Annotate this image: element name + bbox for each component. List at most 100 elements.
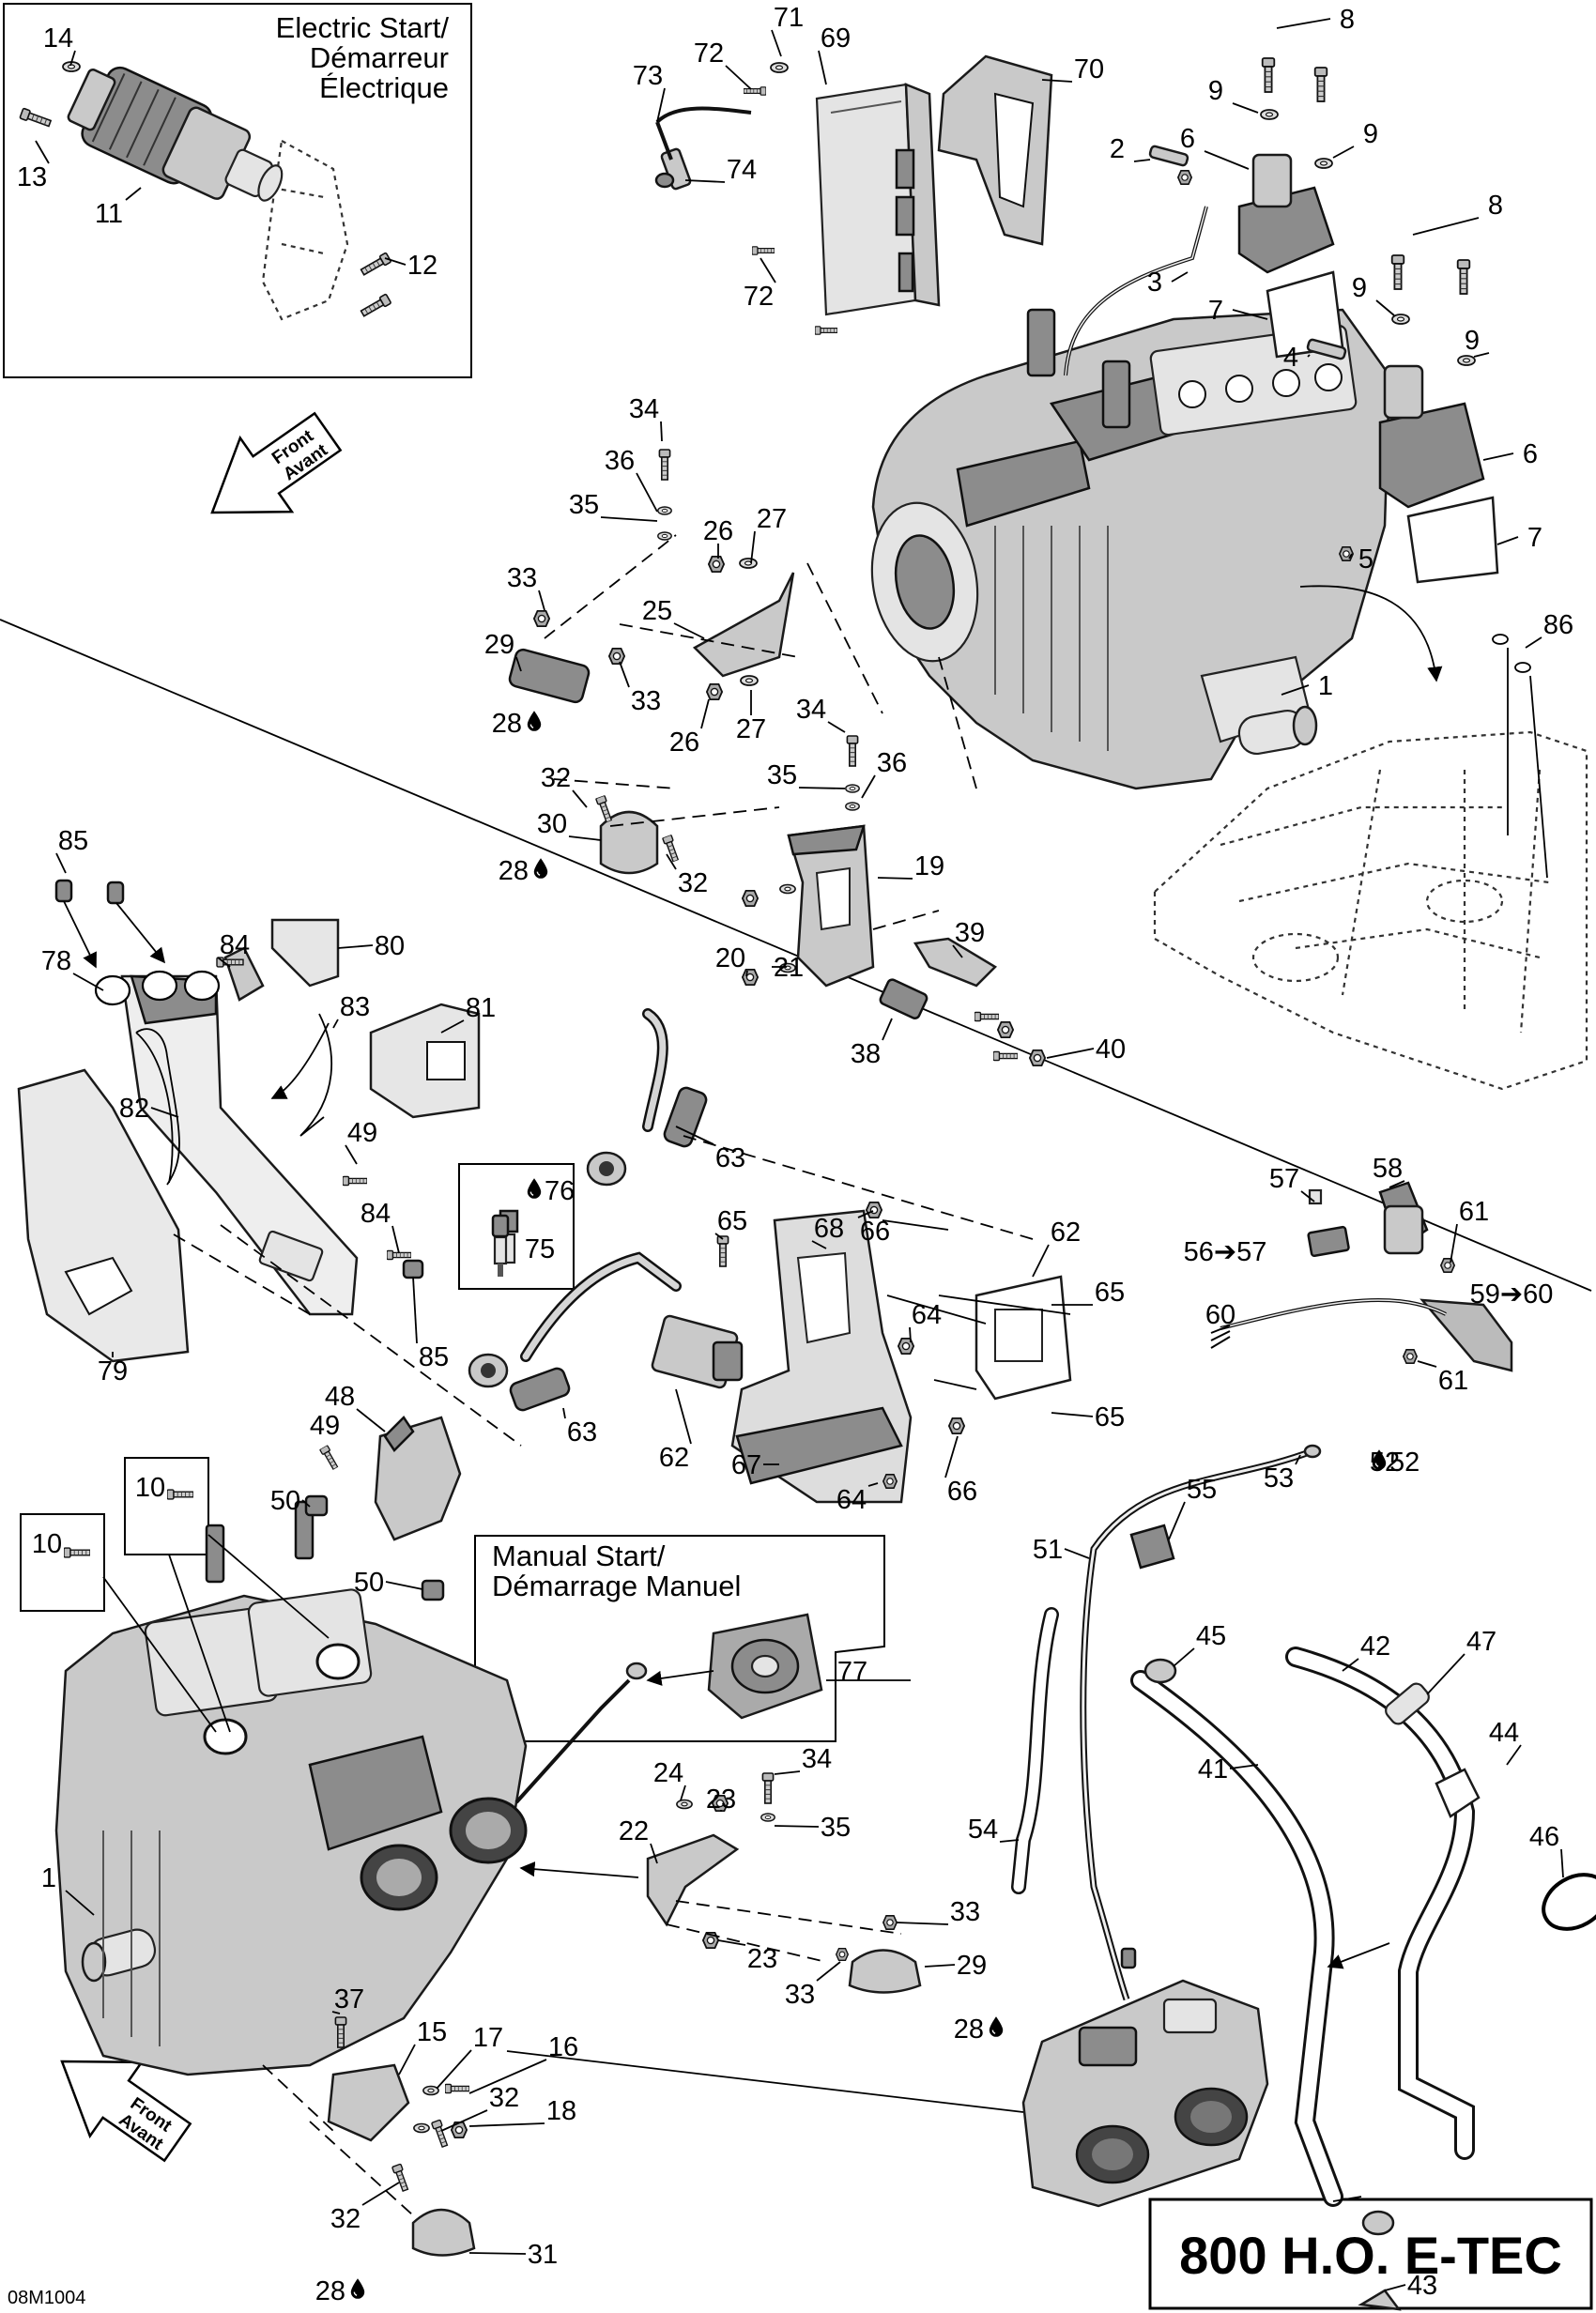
electric-start-title-2: Démarreur bbox=[310, 41, 449, 74]
callout-68: 68 bbox=[814, 1214, 844, 1244]
callout-leader-48 bbox=[356, 1408, 386, 1432]
drop-icon bbox=[350, 2277, 365, 2300]
callout-leader-32 bbox=[361, 2182, 400, 2206]
callout-78: 78 bbox=[41, 946, 71, 976]
callout-leader-3 bbox=[1171, 271, 1189, 283]
callout-leader-6 bbox=[1482, 452, 1514, 461]
callout-84: 84 bbox=[361, 1199, 391, 1229]
callout-leader-33 bbox=[896, 1922, 949, 1925]
drop-icon bbox=[527, 1177, 542, 1200]
callout-leader-64 bbox=[909, 1326, 912, 1343]
callout-leader-35 bbox=[600, 516, 658, 522]
callout-76: 76 bbox=[545, 1176, 575, 1206]
callout-leader-33 bbox=[538, 590, 545, 611]
callout-46: 46 bbox=[1529, 1822, 1559, 1852]
section-divider bbox=[0, 619, 1592, 1292]
callout-49: 49 bbox=[310, 1411, 340, 1441]
callout-19: 19 bbox=[914, 851, 944, 881]
callout-leader-85 bbox=[55, 852, 67, 874]
callout-27: 27 bbox=[736, 714, 766, 744]
callout-leader-24 bbox=[680, 1785, 686, 1801]
callout-leader-55 bbox=[1168, 1501, 1186, 1540]
callout-44: 44 bbox=[1489, 1718, 1519, 1748]
drop-icon bbox=[533, 857, 548, 880]
callout-leader-26 bbox=[700, 698, 710, 729]
callout-leader-80 bbox=[337, 944, 374, 949]
bracket-48 bbox=[304, 1416, 462, 1601]
callout-32: 32 bbox=[541, 763, 571, 793]
callout-26: 26 bbox=[669, 728, 699, 758]
callout-leader-82 bbox=[150, 1107, 179, 1118]
bracket-39 bbox=[879, 937, 1046, 1066]
callout-leader-38 bbox=[882, 1018, 893, 1041]
callout-49: 49 bbox=[347, 1118, 377, 1148]
callout-leader-61 bbox=[1450, 1223, 1458, 1264]
callout-leader-66 bbox=[857, 1210, 874, 1218]
callout-leader-6 bbox=[1204, 150, 1250, 170]
electric-start-box: Electric Start/ Démarreur Électrique bbox=[3, 3, 472, 378]
callout-leader-66 bbox=[944, 1435, 959, 1478]
callout-leader-40 bbox=[1046, 1048, 1095, 1059]
callout-53: 53 bbox=[1264, 1463, 1294, 1493]
callout-leader-29 bbox=[515, 656, 522, 672]
callout-leader-62 bbox=[675, 1388, 692, 1445]
callout-35: 35 bbox=[821, 1813, 851, 1843]
part-10-box-a bbox=[124, 1457, 209, 1555]
callout-leader-61 bbox=[1417, 1360, 1437, 1368]
callout-leader-32 bbox=[440, 2109, 488, 2132]
callout-29: 29 bbox=[484, 630, 514, 660]
callout-leader-30 bbox=[568, 835, 602, 841]
callout-33: 33 bbox=[785, 1980, 815, 2010]
callout-36: 36 bbox=[605, 446, 635, 476]
callout-leader-58 bbox=[1389, 1180, 1405, 1188]
callout-47: 47 bbox=[1466, 1627, 1496, 1657]
sensor-74 bbox=[654, 106, 752, 191]
callout-86: 86 bbox=[1543, 610, 1573, 640]
callout-37: 37 bbox=[334, 1984, 364, 2014]
callout-leader-8 bbox=[1276, 18, 1331, 29]
starter-motor bbox=[19, 60, 392, 321]
callout-39: 39 bbox=[955, 918, 985, 948]
callout-leader-12 bbox=[384, 257, 407, 266]
callout-27: 27 bbox=[757, 504, 787, 534]
callout-leader-64 bbox=[867, 1482, 879, 1487]
callout-33: 33 bbox=[507, 563, 537, 593]
callout-leader-46 bbox=[1560, 1848, 1564, 1878]
callout-62: 62 bbox=[659, 1443, 689, 1473]
coolant-hoses bbox=[1130, 1647, 1596, 2311]
callout-21: 21 bbox=[774, 953, 804, 983]
callout-6: 6 bbox=[1180, 124, 1195, 154]
callout-leader-29 bbox=[924, 1964, 956, 1968]
callout-8: 8 bbox=[1340, 5, 1355, 35]
callout-leader-57 bbox=[1300, 1190, 1315, 1202]
callout-9: 9 bbox=[1363, 119, 1378, 149]
spark-plug-box bbox=[458, 1163, 575, 1290]
callout-63: 63 bbox=[715, 1143, 745, 1173]
spark-plug-75 bbox=[491, 1214, 510, 1277]
callout-69: 69 bbox=[821, 23, 851, 54]
callout-17: 17 bbox=[473, 2023, 503, 2053]
callout-20: 20 bbox=[715, 943, 745, 973]
callout-26: 26 bbox=[703, 516, 733, 546]
model-label-box: 800 H.O. E-TEC bbox=[1148, 2198, 1593, 2310]
callout-35: 35 bbox=[767, 760, 797, 790]
front-arrow-icon: Front Avant bbox=[210, 411, 343, 514]
callout-73: 73 bbox=[633, 61, 663, 91]
callout-2: 2 bbox=[1110, 134, 1125, 164]
callout-34: 34 bbox=[796, 695, 826, 725]
belt-guard bbox=[54, 879, 424, 1316]
combo-callout: 56➔57 bbox=[1184, 1237, 1267, 1267]
callout-leader-32 bbox=[572, 789, 588, 808]
callout-75: 75 bbox=[525, 1234, 555, 1264]
callout-leader-25 bbox=[673, 622, 705, 639]
callout-85: 85 bbox=[419, 1342, 449, 1372]
callout-leader-78 bbox=[72, 973, 104, 991]
callout-leader-49 bbox=[345, 1144, 358, 1165]
callout-leader-50 bbox=[301, 1499, 311, 1508]
callout-33: 33 bbox=[950, 1897, 980, 1927]
callout-74: 74 bbox=[727, 155, 757, 185]
callout-leader-17 bbox=[436, 2049, 472, 2090]
callout-leader-27 bbox=[750, 530, 756, 564]
